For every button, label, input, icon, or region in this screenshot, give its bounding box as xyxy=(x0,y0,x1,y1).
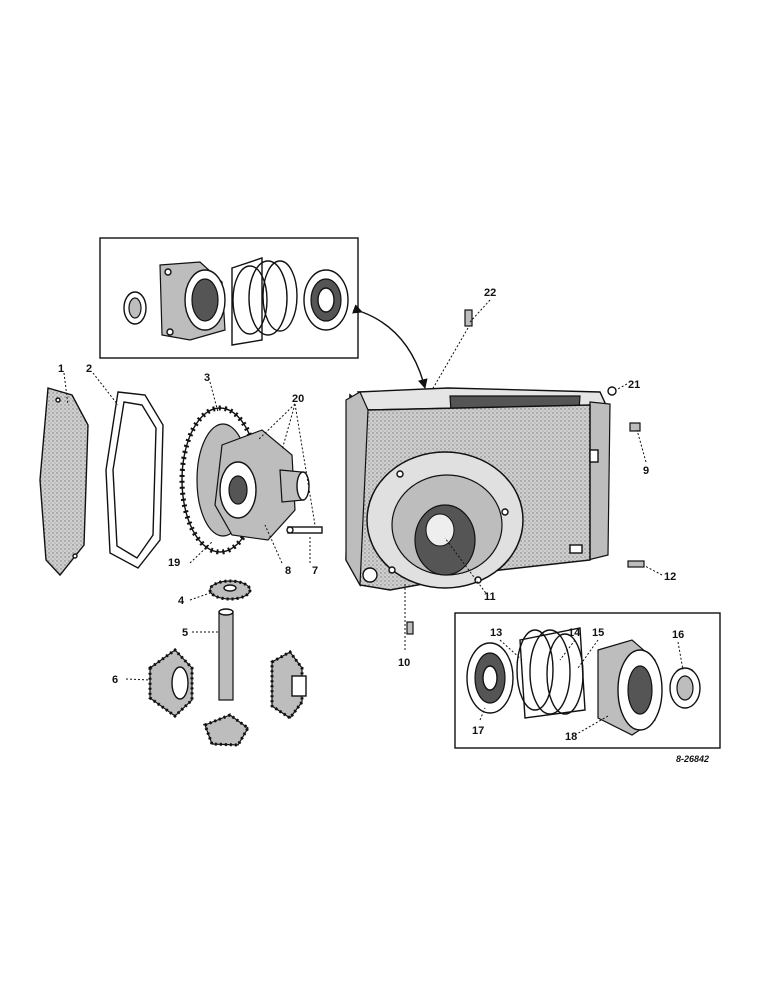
part-1-cover xyxy=(39,387,89,577)
callout-8: 8 xyxy=(285,565,291,577)
callout-22: 22 xyxy=(484,287,496,299)
inset-box-bottom xyxy=(454,612,721,749)
part-11-housing xyxy=(345,387,611,591)
drawing-code: 8-26842 xyxy=(676,754,709,764)
callout-17: 17 xyxy=(472,725,484,737)
callout-5: 5 xyxy=(182,627,188,639)
inset-top-pointer-arrow xyxy=(352,304,428,389)
leader-lines xyxy=(63,299,684,736)
part-7-pin xyxy=(286,526,323,534)
callout-12: 12 xyxy=(664,571,676,583)
part-2-gasket xyxy=(105,391,164,569)
inset-bottom-shims xyxy=(516,627,586,719)
inset-top-bearing xyxy=(303,269,349,331)
right-side-gear xyxy=(270,650,307,721)
callout-21: 21 xyxy=(628,379,640,391)
inset-top-shims xyxy=(231,257,298,346)
inset-bottom-bearing-cage xyxy=(597,639,663,736)
callout-6: 6 xyxy=(112,674,118,686)
part-21-ring xyxy=(607,386,617,396)
callout-11: 11 xyxy=(484,591,496,603)
callout-14: 14 xyxy=(568,627,581,639)
part-12-bolt xyxy=(627,560,645,568)
part-6-side-gear xyxy=(148,648,194,718)
inset-bottom-bearing xyxy=(466,642,514,714)
part-10-fitting xyxy=(406,621,414,635)
callout-4: 4 xyxy=(178,595,185,607)
part-4-pinion xyxy=(208,579,252,601)
bottom-pinion xyxy=(203,713,250,747)
callout-1: 1 xyxy=(58,363,64,375)
part-5-shaft xyxy=(218,608,234,701)
inset-bottom-seal xyxy=(669,667,701,709)
callout-20: 20 xyxy=(292,393,304,405)
callout-16: 16 xyxy=(672,629,684,641)
inset-top-seal xyxy=(123,291,147,325)
callout-2: 2 xyxy=(86,363,92,375)
callout-7: 7 xyxy=(312,565,318,577)
part-8-differential-case xyxy=(214,429,310,541)
callout-10: 10 xyxy=(398,657,410,669)
inset-top-bearing-cage xyxy=(159,261,226,341)
callout-15: 15 xyxy=(592,627,604,639)
callout-18: 18 xyxy=(565,731,577,743)
callout-9: 9 xyxy=(643,465,649,477)
callout-3: 3 xyxy=(204,372,210,384)
callout-13: 13 xyxy=(490,627,502,639)
callout-labels: 1 2 3 20 19 8 7 4 5 6 22 21 9 12 11 10 1… xyxy=(58,287,684,743)
part-9-plug xyxy=(629,422,641,432)
part-22-stud xyxy=(464,309,473,327)
inset-box-top xyxy=(99,237,359,359)
callout-19: 19 xyxy=(168,557,180,569)
